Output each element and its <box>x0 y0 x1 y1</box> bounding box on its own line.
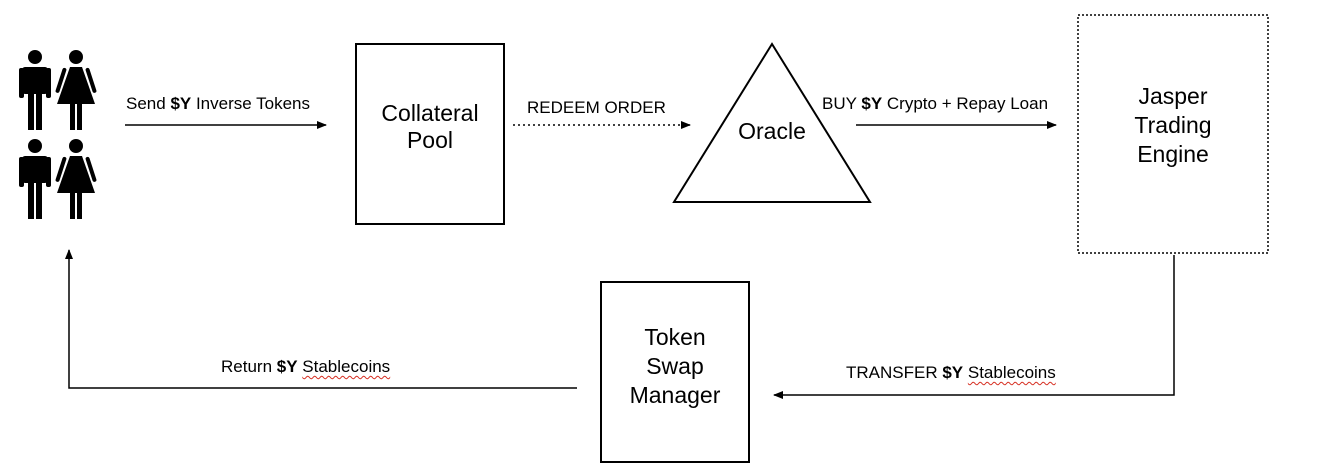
token-swap-manager-box <box>600 281 750 463</box>
buy-label-post: Crypto + Repay Loan <box>882 94 1049 113</box>
send-label-post: Inverse Tokens <box>191 94 310 113</box>
redeem-label: REDEEM ORDER <box>527 98 666 118</box>
token-swap-manager-line: Manager <box>629 382 721 408</box>
send-label-pre: Send <box>126 94 171 113</box>
transfer-label: TRANSFER $Y Stablecoins <box>846 363 1056 383</box>
woman-icon <box>55 50 97 130</box>
token-swap-manager-line: Swap <box>646 353 704 379</box>
transfer-label-token: $Y <box>942 363 964 382</box>
send-label: Send $Y Inverse Tokens <box>126 94 310 114</box>
return-label-post: Stablecoins <box>302 357 391 376</box>
jasper-engine-label: Jasper Trading Engine <box>1078 82 1268 169</box>
man-icon <box>19 139 51 219</box>
jasper-engine-line: Engine <box>1137 141 1209 167</box>
return-label-token: $Y <box>276 357 298 376</box>
transfer-label-pre: TRANSFER <box>846 363 943 382</box>
transfer-arrow <box>773 255 1175 399</box>
token-swap-manager-line: Token <box>644 324 706 350</box>
jasper-engine-line: Trading <box>1134 112 1212 138</box>
collateral-pool-label: Collateral Pool <box>356 100 504 154</box>
oracle-triangle <box>672 42 872 203</box>
collateral-pool-box <box>355 43 505 225</box>
return-arrow <box>65 249 577 389</box>
jasper-engine-box <box>1077 14 1269 254</box>
oracle-text: Oracle <box>738 118 806 144</box>
buy-label-pre: BUY <box>822 94 862 113</box>
buy-label-token: $Y <box>861 94 883 113</box>
woman-icon <box>55 139 97 219</box>
collateral-pool-line: Pool <box>406 127 454 153</box>
oracle-label: Oracle <box>712 118 832 145</box>
return-label: Return $Y Stablecoins <box>221 357 390 377</box>
people-group-icon <box>19 50 97 219</box>
redeem-label-text: REDEEM ORDER <box>527 98 666 117</box>
man-icon <box>19 50 51 130</box>
collateral-pool-line: Collateral <box>381 100 479 126</box>
buy-label: BUY $Y Crypto + Repay Loan <box>822 94 1048 114</box>
send-label-token: $Y <box>170 94 192 113</box>
token-swap-manager-label: Token Swap Manager <box>601 323 749 410</box>
transfer-label-post: Stablecoins <box>967 363 1056 382</box>
jasper-engine-line: Jasper <box>1138 83 1208 109</box>
return-label-pre: Return <box>221 357 277 376</box>
